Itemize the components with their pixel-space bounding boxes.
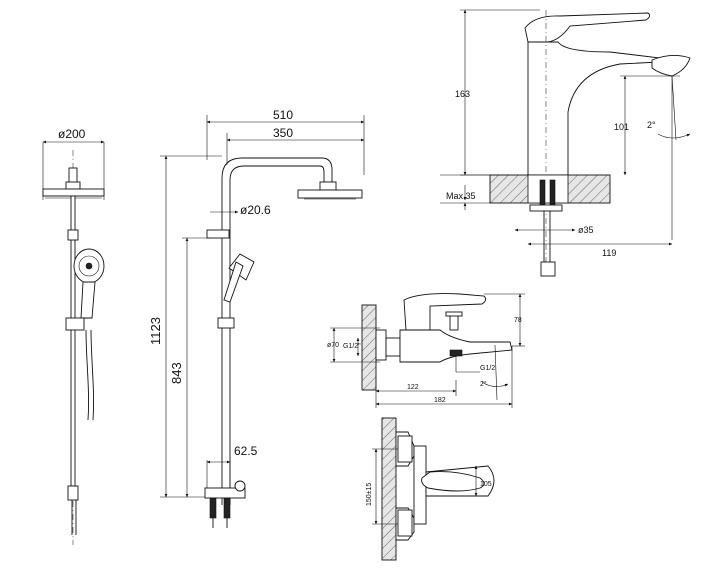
front-head-diameter-label: ø200	[58, 127, 86, 141]
side-inlet-spacing-label: 62.5	[234, 444, 258, 458]
basin-spout-height-label: 101	[614, 122, 629, 132]
basin-mixer-view: 163 101 2° Max.35 ø35	[440, 9, 691, 277]
basin-height-label: 163	[455, 89, 470, 99]
basin-max-thickness-label: Max.35	[446, 191, 476, 201]
shower-front-view: ø200	[42, 127, 105, 545]
bath-angle-label: 2°	[480, 380, 487, 388]
bath-top-centers-label: 150±15	[366, 483, 373, 506]
side-shower-head	[297, 189, 363, 199]
side-pipe-diameter-label: ø20.6	[240, 203, 271, 217]
side-height-lower-label: 843	[169, 362, 184, 384]
basin-angle-label: 2°	[647, 120, 656, 130]
bath-thread-wall-label: G1/2"	[343, 343, 361, 350]
basin-lever	[524, 12, 651, 43]
bath-mixer-side-view: ø70 G1/2" G1/2 78 2° 122 182	[327, 293, 525, 408]
side-arm-reach-label: 350	[273, 126, 293, 140]
bath-thread-outlet-label: G1/2	[480, 365, 495, 372]
shower-side-view: 510 350 ø20.6 1123 843 62	[148, 108, 365, 528]
bath-top-depth-label: 105	[480, 481, 492, 488]
bath-wall-section	[361, 304, 377, 391]
bath-mixer-top-view: 150±15 105	[366, 417, 495, 561]
bath-height-label: 78	[514, 317, 522, 324]
bath-spout-reach-label: 122	[407, 384, 419, 391]
bath-total-length-label: 182	[434, 397, 446, 404]
side-height-total-label: 1123	[148, 317, 163, 345]
basin-hole-diameter-label: ø35	[578, 225, 594, 235]
bath-flange-diameter-label: ø70	[327, 342, 339, 349]
front-shower-head	[42, 188, 105, 197]
basin-spout-reach-label: 119	[602, 248, 616, 258]
side-width-total-label: 510	[273, 108, 293, 122]
